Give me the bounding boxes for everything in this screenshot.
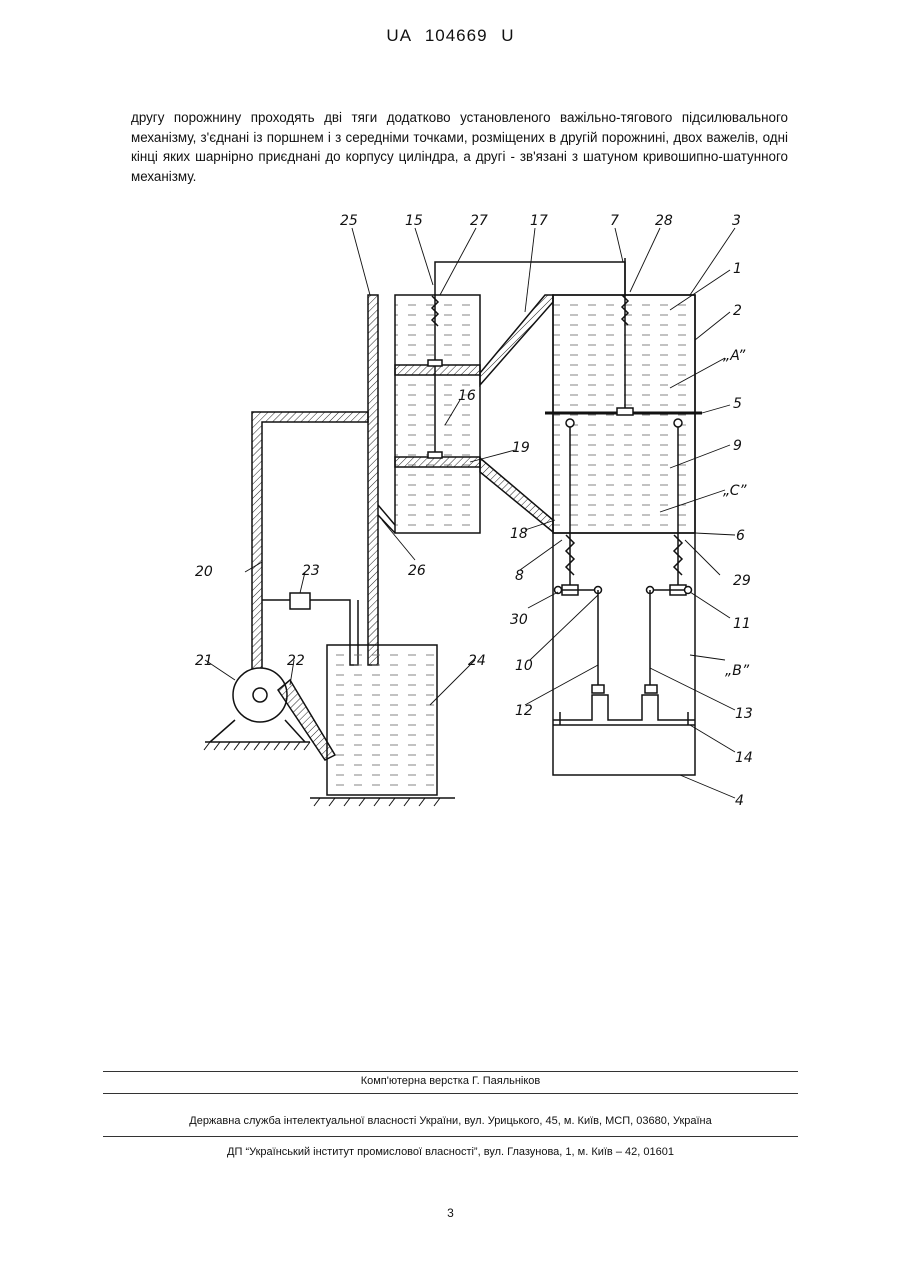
label-10: 10 xyxy=(515,658,533,674)
label-21: 21 xyxy=(195,653,213,669)
label-5: 5 xyxy=(733,396,742,412)
document-number: UA 104669 U xyxy=(0,26,901,46)
page-number: 3 xyxy=(0,1206,901,1220)
label-3: 3 xyxy=(732,213,741,229)
label-19: 19 xyxy=(512,440,530,456)
footer-rule-middle xyxy=(103,1093,798,1094)
middle-liquid-chamber-c xyxy=(553,413,695,533)
label-b: „B” xyxy=(725,663,750,679)
pipe-17 xyxy=(480,295,553,385)
label-27: 27 xyxy=(470,213,488,229)
label-24: 24 xyxy=(468,653,486,669)
label-20: 20 xyxy=(195,564,213,580)
body-paragraph: другу порожнину проходять дві тяги додат… xyxy=(131,108,788,186)
footer-layout-credit: Комп'ютерна верстка Г. Паяльніков xyxy=(0,1075,901,1087)
label-23: 23 xyxy=(302,563,320,579)
label-17: 17 xyxy=(530,213,548,229)
technical-drawing: 25 15 27 17 7 28 3 1 2 „A” 5 9 „C” 16 19… xyxy=(190,200,790,820)
label-22: 22 xyxy=(287,653,305,669)
label-9: 9 xyxy=(733,438,742,454)
label-11: 11 xyxy=(733,616,751,632)
label-14: 14 xyxy=(735,750,753,766)
drawing-canvas: 25 15 27 17 7 28 3 1 2 „A” 5 9 „C” 16 19… xyxy=(190,200,790,820)
footer-rule-bottom xyxy=(103,1136,798,1137)
label-16: 16 xyxy=(458,388,476,404)
label-7: 7 xyxy=(610,213,619,229)
label-1: 1 xyxy=(733,261,742,277)
label-6: 6 xyxy=(736,528,745,544)
pump-21 xyxy=(233,668,287,722)
auxiliary-cylinder xyxy=(395,295,480,533)
tank-24 xyxy=(327,645,437,795)
label-25: 25 xyxy=(340,213,358,229)
label-2: 2 xyxy=(733,303,742,319)
upper-liquid-chamber xyxy=(553,295,695,413)
label-28: 28 xyxy=(655,213,673,229)
footer-agency: Державна служба інтелектуальної власност… xyxy=(0,1115,901,1127)
label-30: 30 xyxy=(510,612,528,628)
label-c: „C” xyxy=(723,483,747,499)
label-15: 15 xyxy=(405,213,423,229)
label-13: 13 xyxy=(735,706,753,722)
label-8: 8 xyxy=(515,568,524,584)
label-4: 4 xyxy=(735,793,744,809)
label-29: 29 xyxy=(733,573,751,589)
pipe-25 xyxy=(368,295,378,665)
label-12: 12 xyxy=(515,703,533,719)
footer-rule-top xyxy=(103,1071,798,1072)
label-18: 18 xyxy=(510,526,528,542)
footer-institute: ДП “Український інститут промислової вла… xyxy=(0,1146,901,1158)
label-26: 26 xyxy=(408,563,426,579)
valve-23 xyxy=(290,593,310,609)
pipe-18 xyxy=(480,458,553,532)
label-a: „A” xyxy=(723,348,746,364)
